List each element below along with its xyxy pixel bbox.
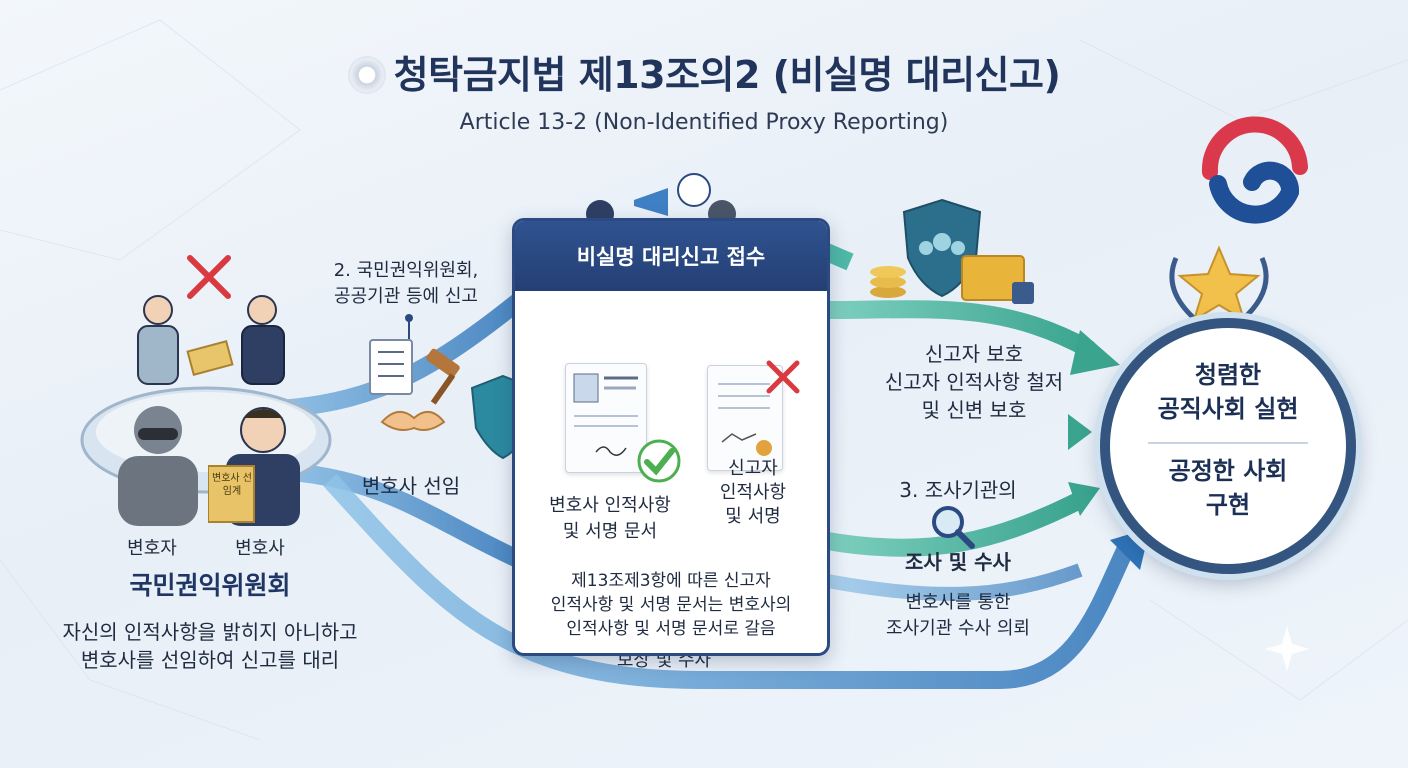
- coin-stack-icon: [870, 266, 906, 298]
- note-line-3: 인적사항 및 서명 문서로 갈음: [566, 619, 776, 639]
- page-title: 청탁금지법 제13조의2 (비실명 대리신고): [347, 53, 1061, 97]
- folder-icon: [208, 465, 255, 523]
- envelope-icon: [186, 340, 234, 376]
- doc1-label-line-2: 및 서명 문서: [562, 521, 658, 542]
- proxy-report-card: 비실명 대리신고 접수 변호사 인적사항 및 서명 문서 신고자 인적사항 및 …: [512, 218, 830, 656]
- org-name: 국민권익위원회: [129, 571, 291, 600]
- doc2-label-line-2: 인적사항: [719, 482, 787, 503]
- folder-text: 변호사 선임계: [212, 473, 252, 497]
- arrow-investigate-blue: [820, 563, 1083, 601]
- lawyer-icon: [208, 407, 300, 526]
- result-line-1: 청렴한 공직사회 실현: [1110, 358, 1346, 426]
- anonymous-reporter-icon: [118, 406, 198, 526]
- result-line-2a: 공정한 사회: [1168, 457, 1288, 485]
- chat-bubble-icon: [677, 173, 711, 207]
- arrow-investigate-head: [1068, 482, 1100, 516]
- result-line-2: 공정한 사회 구현: [1110, 454, 1346, 522]
- lawyer-appoint-label: 변호사 선임: [361, 474, 461, 498]
- note-line-1: 제13조제3항에 따른 신고자: [571, 571, 771, 591]
- description-line-2: 변호사를 선임하여 신고를 대리: [80, 648, 340, 672]
- result-circle: 청렴한 공직사회 실현 공정한 사회 구현: [1100, 318, 1356, 574]
- lawyer-document: [565, 363, 647, 473]
- result-line-2b: 구현: [1205, 491, 1251, 519]
- doc2-label-line-1: 신고자: [728, 458, 778, 479]
- protect-line-2: 신고자 인적사항 철저: [884, 370, 1064, 394]
- arrow-investigate: [820, 491, 1085, 557]
- signature-document-icon: [718, 383, 772, 456]
- result-line-1a: 청렴한: [1194, 361, 1262, 389]
- step3-line-2: 조사 및 수사: [905, 550, 1011, 574]
- protect-line-3: 및 신변 보호: [921, 398, 1027, 422]
- result-divider: [1148, 442, 1308, 444]
- result-line-1b: 공직사회 실현: [1157, 395, 1299, 423]
- arrow-protect-upper: [821, 300, 1095, 358]
- folder-lock-icon: [961, 255, 1025, 301]
- step2-line-2: 공공기관 등에 신고: [334, 286, 478, 307]
- protection-icons: [870, 198, 1034, 304]
- seal-icon: [756, 440, 772, 456]
- green-check-icon: [637, 439, 681, 483]
- doc2-label-line-3: 및 서명: [725, 506, 781, 527]
- arrow-protect-lower-head: [1068, 414, 1092, 450]
- reporter-document: [707, 365, 783, 471]
- page-subtitle: Article 13-2 (Non-Identified Proxy Repor…: [459, 110, 949, 135]
- id-card-icon: [573, 373, 638, 456]
- step3-line-4: 조사기관 수사 의뢰: [886, 618, 1030, 639]
- handshake-icon: [380, 411, 446, 431]
- step3-line-1: 3. 조사기관의: [899, 478, 1017, 502]
- arrow-protect-upper-head: [1070, 330, 1120, 375]
- person-label-lawyer: 변호사: [235, 538, 285, 559]
- bribery-scene: [137, 255, 285, 385]
- connector-pin: [405, 314, 413, 342]
- person-label-reporter: 변호자: [127, 538, 177, 559]
- note-line-2: 인적사항 및 서명 문서는 변호사의: [550, 595, 792, 615]
- red-x-document-icon: [766, 360, 800, 394]
- checklist-gavel-icon: [369, 339, 460, 405]
- red-x-icon: [187, 255, 231, 299]
- magnifier-icon: [932, 506, 975, 549]
- step3-line-3: 변호사를 통한: [905, 592, 1011, 613]
- sparkle-icon: [1264, 626, 1310, 672]
- laurel-star-icon: [1169, 245, 1269, 323]
- step2-line-1: 2. 국민권익위원회,: [333, 260, 479, 281]
- government-emblem-icon: [347, 56, 386, 94]
- protect-title: 신고자 보호: [924, 342, 1024, 366]
- taegeuk-logo-icon: [1201, 116, 1308, 224]
- description-line-1: 자신의 인적사항을 밝히지 아니하고: [62, 620, 358, 644]
- card-header: 비실명 대리신고 접수: [515, 221, 827, 291]
- megaphone-icon: [586, 173, 736, 222]
- doc1-label-line-1: 변호사 인적사항: [549, 495, 671, 516]
- title-block: 청탁금지법 제13조의2 (비실명 대리신고): [0, 44, 1408, 99]
- arrow-bottom-route: [323, 473, 1139, 689]
